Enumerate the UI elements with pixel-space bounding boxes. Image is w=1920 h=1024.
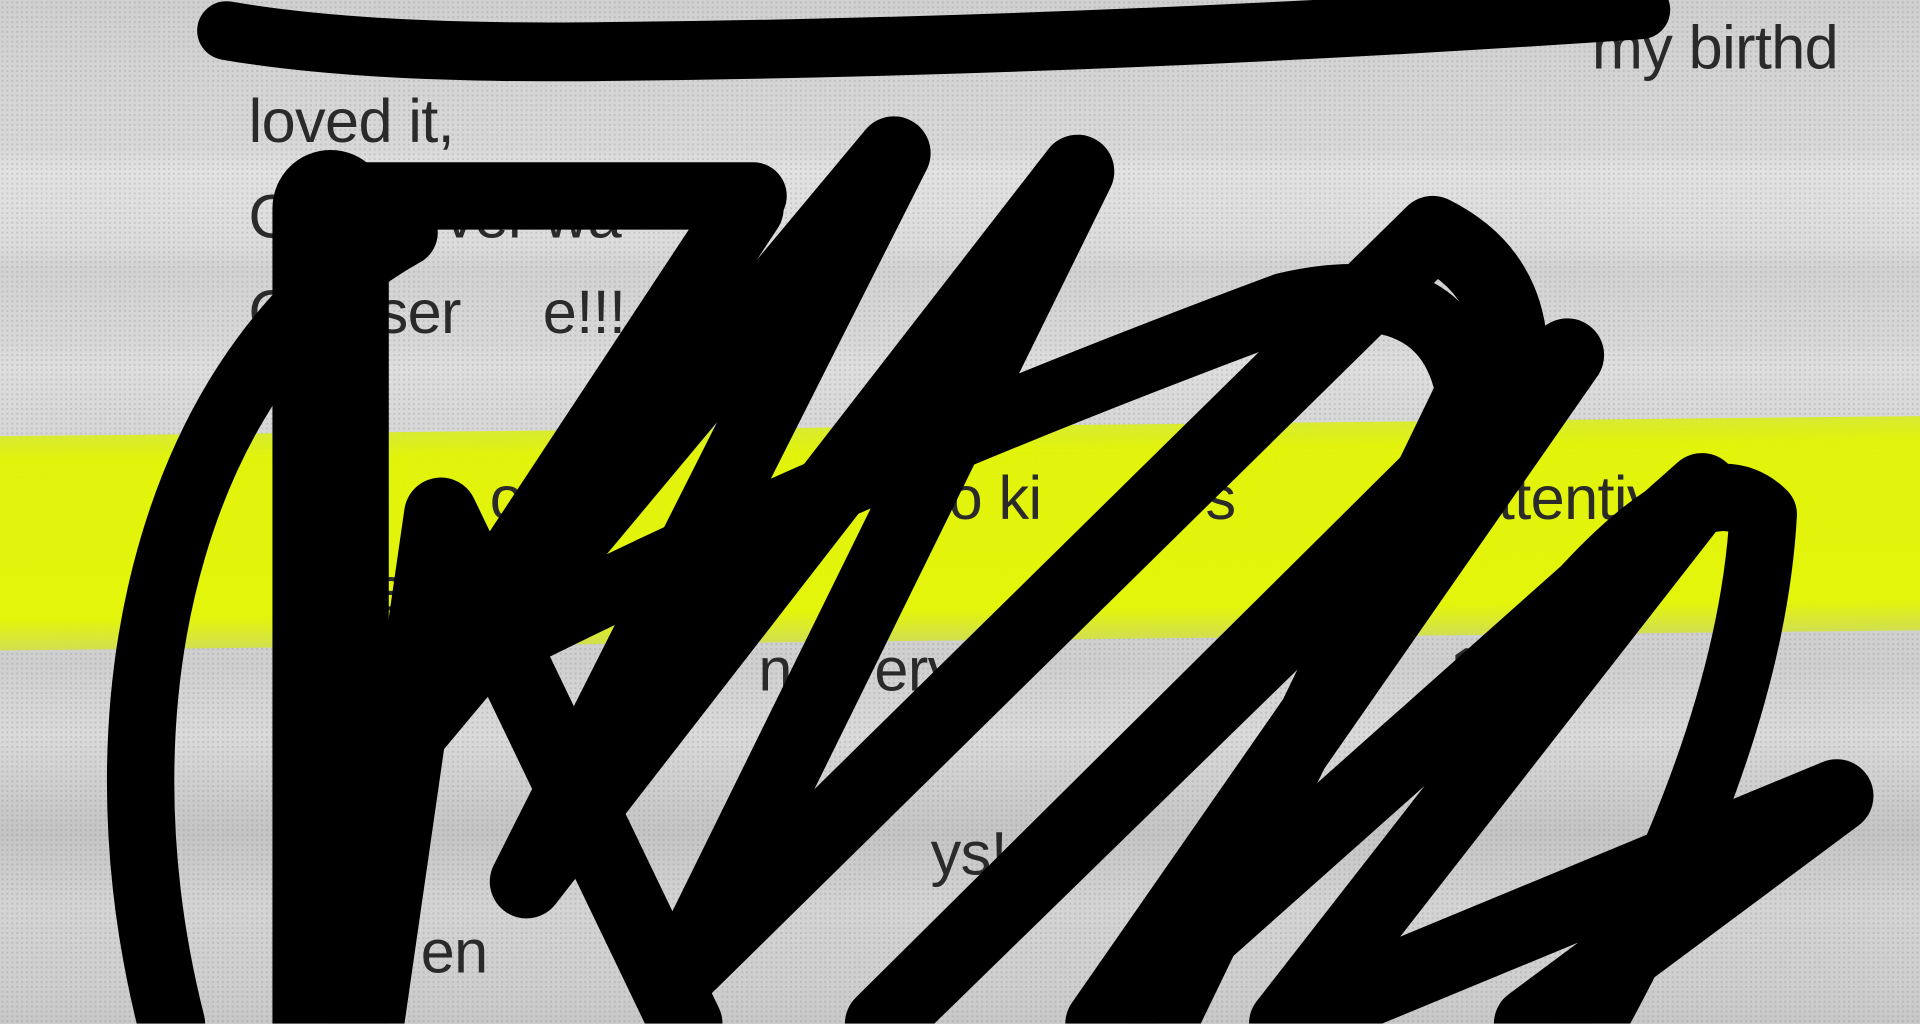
- mid-loop-stroke: [480, 263, 1504, 1024]
- text-line-2: loved it,: [248, 86, 455, 156]
- top-redaction-stroke: [197, 0, 1671, 82]
- lower-stroke: [330, 477, 723, 1024]
- right-loop-stroke: [1472, 463, 1797, 1024]
